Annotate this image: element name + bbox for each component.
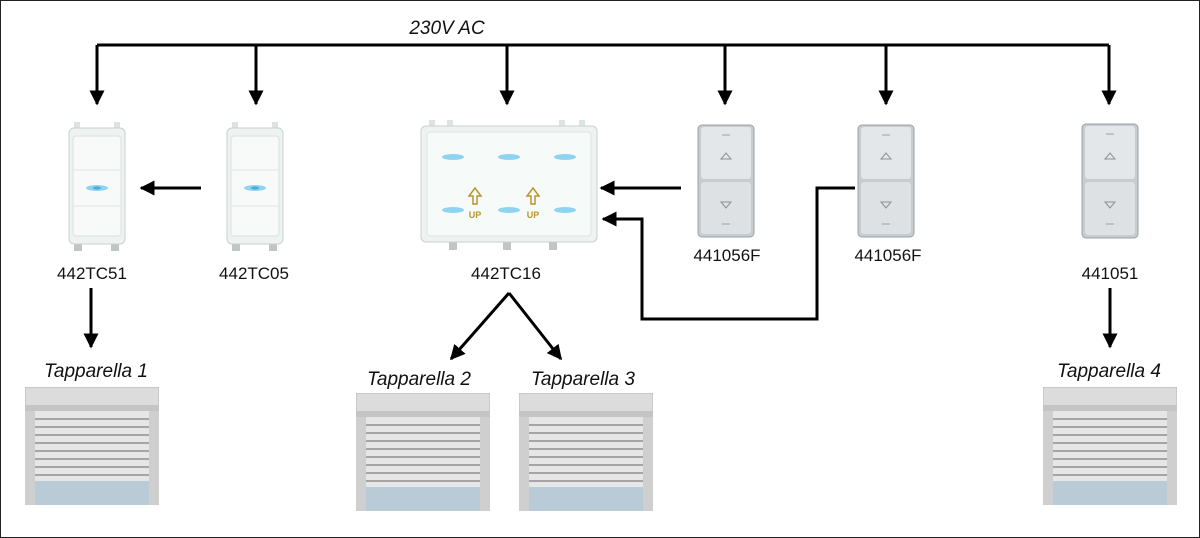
shutter-label-1: Tapparella 1 — [44, 361, 148, 382]
device-code-442TC51: 442TC51 — [57, 264, 127, 283]
up-down-switch-441056F-b — [857, 124, 915, 238]
out-arrow-tapparella-3 — [507, 292, 563, 361]
touch-module-442TC05 — [226, 122, 284, 251]
touch-module-442TC51 — [68, 122, 126, 251]
shutter-1-illustration — [25, 387, 159, 505]
shutter-label-4: Tapparella 4 — [1057, 361, 1161, 382]
device-code-441056F-b: 441056F — [854, 246, 922, 265]
shutter-3-illustration — [519, 393, 653, 511]
up-down-switch-441051 — [1081, 123, 1139, 239]
shutter-label-3: Tapparella 3 — [531, 369, 635, 390]
touch-module-442TC16: UP UP — [420, 120, 598, 250]
up-down-switch-441056F-a — [697, 124, 755, 238]
device-code-441056F-a: 441056F — [693, 246, 761, 265]
shutter-label-2: Tapparella 2 — [367, 369, 471, 390]
up-glyph-right: UP — [527, 210, 540, 220]
device-code-441051: 441051 — [1081, 264, 1139, 283]
shutter-4-illustration — [1043, 387, 1177, 505]
device-code-442TC05: 442TC05 — [219, 264, 289, 283]
supply-label: 230V AC — [409, 18, 485, 39]
up-glyph-left: UP — [469, 210, 482, 220]
link-arrow-441056F-b-to-442TC16 — [601, 186, 855, 321]
out-arrow-tapparella-2 — [449, 292, 511, 361]
device-code-442TC16: 442TC16 — [471, 264, 541, 283]
shutter-2-illustration — [356, 393, 490, 511]
